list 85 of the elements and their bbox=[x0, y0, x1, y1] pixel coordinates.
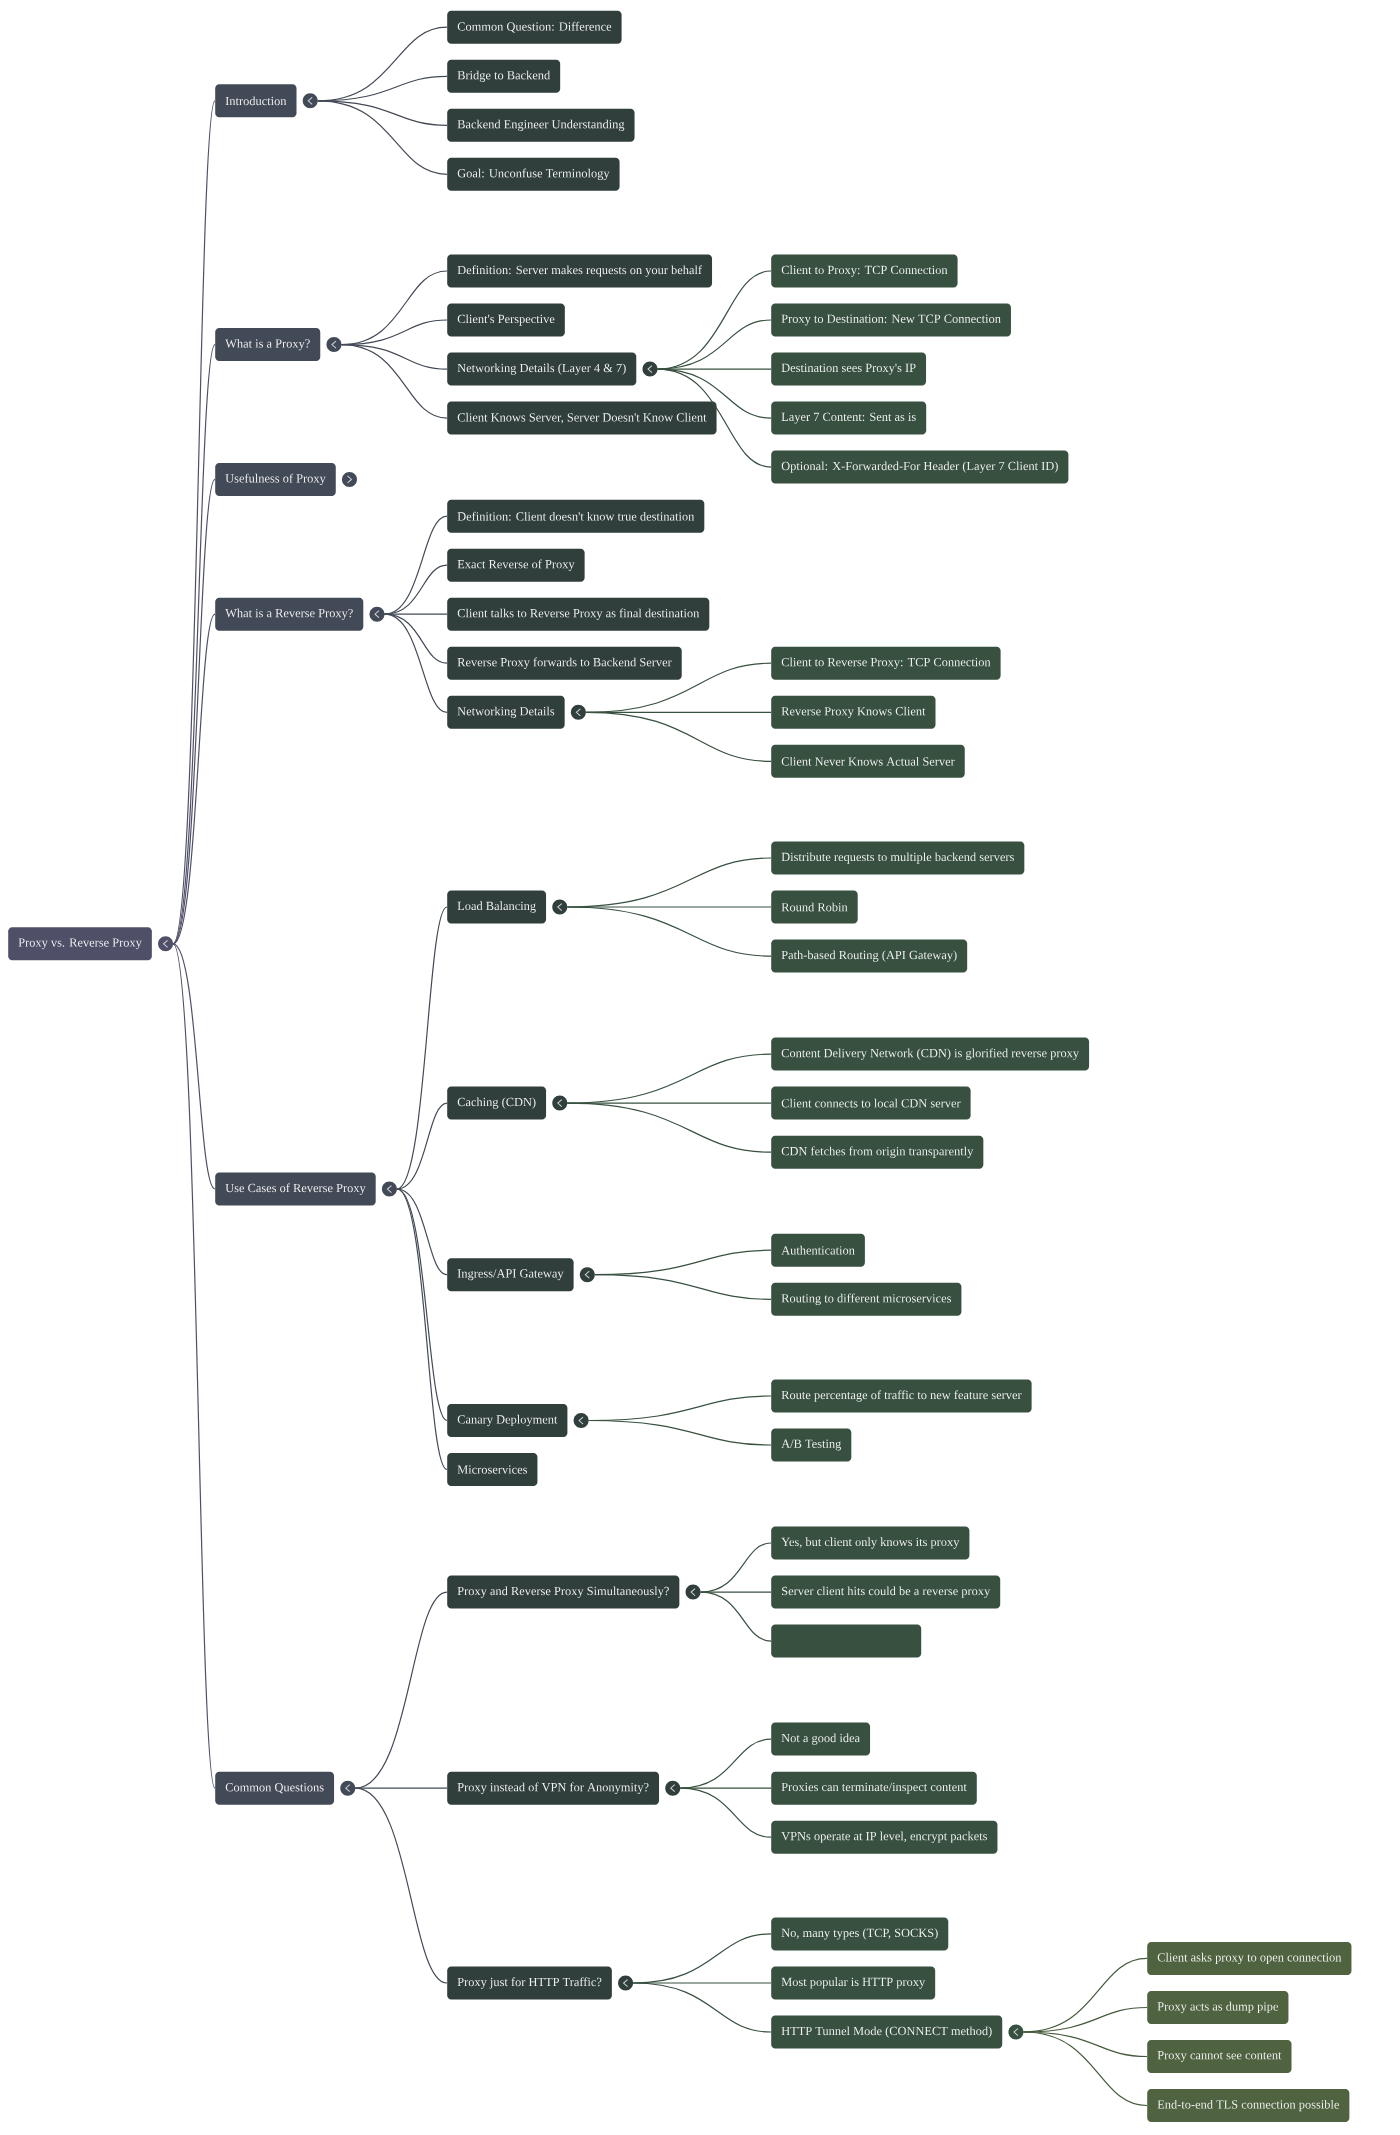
branch-line bbox=[317, 100, 448, 175]
topic-box: Client Never Knows Actual Server bbox=[771, 744, 965, 778]
topic-box: Usefulness of Proxy bbox=[215, 462, 336, 496]
topic-box: Round Robin bbox=[771, 890, 858, 924]
topic-box: Authentication bbox=[771, 1233, 865, 1267]
topic-box: Definition: Client doesn't know true destination bbox=[447, 499, 705, 533]
branch-line bbox=[383, 564, 448, 615]
topic-box: Path-based Routing (API Gateway) bbox=[771, 939, 968, 973]
branch-line bbox=[679, 1738, 772, 1789]
topic-box: Proxy and Reverse Proxy Simultaneously? bbox=[447, 1575, 680, 1609]
topic-box: CDN fetches from origin transparently bbox=[771, 1135, 984, 1169]
topic-box: Common Question: Difference bbox=[447, 10, 622, 44]
topic-box: Distribute requests to multiple backend servers bbox=[771, 841, 1025, 875]
branch-line bbox=[566, 1102, 772, 1153]
branch-line bbox=[656, 368, 772, 468]
topic-box: Canary Deployment bbox=[447, 1404, 568, 1437]
topic-box: What is a Proxy? bbox=[215, 328, 321, 362]
topic-box: A/B Testing bbox=[771, 1428, 852, 1462]
topic-box: Caching (CDN) bbox=[447, 1086, 547, 1120]
branch-line bbox=[396, 1188, 448, 1471]
topic-box: Client connects to local CDN server bbox=[771, 1086, 971, 1120]
topic-box: HTTP Tunnel Mode (CONNECT method) bbox=[771, 2015, 1003, 2049]
branch-line bbox=[594, 1274, 772, 1300]
topic-box: Proxy cannot see content bbox=[1147, 2040, 1292, 2073]
topic-box: Networking Details bbox=[447, 695, 565, 729]
topic-box: Client asks proxy to open connection bbox=[1147, 1941, 1352, 1975]
topic-box: Client's Perspective bbox=[447, 303, 565, 337]
branch-line bbox=[585, 711, 772, 762]
branch-line bbox=[396, 1102, 448, 1190]
topic-box: Route percentage of traffic to new feature server bbox=[771, 1379, 1032, 1413]
branch-line bbox=[699, 1591, 772, 1642]
topic-box: Reverse Proxy Knows Client bbox=[771, 695, 936, 729]
topic-box: Content Delivery Network (CDN) is glorified reverse proxy bbox=[771, 1037, 1090, 1071]
topic-box: Destination sees Proxy's IP bbox=[771, 352, 927, 386]
topic-box: No, many types (TCP, SOCKS) bbox=[771, 1917, 949, 1951]
topic-box: Routing to different microservices bbox=[771, 1282, 962, 1316]
branch-line bbox=[679, 1787, 772, 1838]
empty-topic-box bbox=[771, 1624, 922, 1658]
topic-box: What is a Reverse Proxy? bbox=[215, 597, 364, 631]
topic-box: Not a good idea bbox=[771, 1722, 871, 1756]
branch-line bbox=[383, 613, 448, 713]
topic-box: Yes, but client only knows its proxy bbox=[771, 1526, 970, 1560]
topic-box: Common Questions bbox=[215, 1771, 335, 1805]
topic-box: Definition: Server makes requests on your behalf bbox=[447, 254, 713, 288]
topic-box: Networking Details (Layer 4 & 7) bbox=[447, 352, 637, 386]
topic-box: Proxy to Destination: New TCP Connection bbox=[771, 303, 1011, 337]
topic-box: Proxy acts as dump pipe bbox=[1147, 1991, 1289, 2024]
branch-line bbox=[354, 1591, 448, 1789]
topic-box: Use Cases of Reverse Proxy bbox=[215, 1172, 376, 1206]
topic-box: Proxies can terminate/inspect content bbox=[771, 1771, 977, 1805]
topic-box: Goal: Unconfuse Terminology bbox=[447, 157, 620, 191]
branch-line bbox=[1022, 2031, 1148, 2107]
topic-box: Ingress/API Gateway bbox=[447, 1258, 574, 1292]
branch-line bbox=[172, 943, 216, 1190]
topic-box: Server client hits could be a reverse proxy bbox=[771, 1575, 1001, 1609]
topic-box: Client to Proxy: TCP Connection bbox=[771, 254, 958, 288]
topic-box: Most popular is HTTP proxy bbox=[771, 1966, 936, 2000]
branch-line bbox=[699, 1591, 772, 1593]
topic-box: Client to Reverse Proxy: TCP Connection bbox=[771, 646, 1001, 680]
branch-line bbox=[632, 1982, 772, 2033]
branch-line bbox=[172, 478, 216, 945]
branch-line bbox=[566, 906, 772, 957]
branch-line bbox=[354, 1787, 448, 1984]
topic-box: Load Balancing bbox=[447, 890, 547, 924]
branch-line bbox=[172, 613, 216, 945]
topic-box: Exact Reverse of Proxy bbox=[447, 548, 585, 582]
branch-line bbox=[172, 943, 216, 1789]
branch-line bbox=[588, 1419, 772, 1446]
topic-box: Optional: X-Forwarded-For Header (Layer 7 Client ID) bbox=[771, 450, 1069, 484]
topic-box: VPNs operate at IP level, encrypt packets bbox=[771, 1820, 998, 1854]
branch-line bbox=[340, 344, 448, 419]
topic-box: Introduction bbox=[215, 84, 297, 118]
branch-line bbox=[656, 368, 772, 370]
branch-line bbox=[396, 1188, 448, 1276]
topic-box: Proxy just for HTTP Traffic? bbox=[447, 1966, 612, 2000]
topic-box: Client Knows Server, Server Doesn't Know Client bbox=[447, 401, 717, 435]
topic-box: End-to-end TLS connection possible bbox=[1147, 2089, 1350, 2122]
topic-box: Reverse Proxy forwards to Backend Server bbox=[447, 646, 682, 680]
topic-box: Client talks to Reverse Proxy as final destination bbox=[447, 597, 710, 631]
topic-box: Layer 7 Content: Sent as is bbox=[771, 401, 927, 435]
topic-box: Bridge to Backend bbox=[447, 59, 561, 93]
topic-box: Backend Engineer Understanding bbox=[447, 108, 635, 142]
topic-box: Proxy instead of VPN for Anonymity? bbox=[447, 1771, 660, 1805]
root-topic-box: Proxy vs. Reverse Proxy bbox=[8, 927, 152, 961]
topic-box: Microservices bbox=[447, 1453, 538, 1486]
